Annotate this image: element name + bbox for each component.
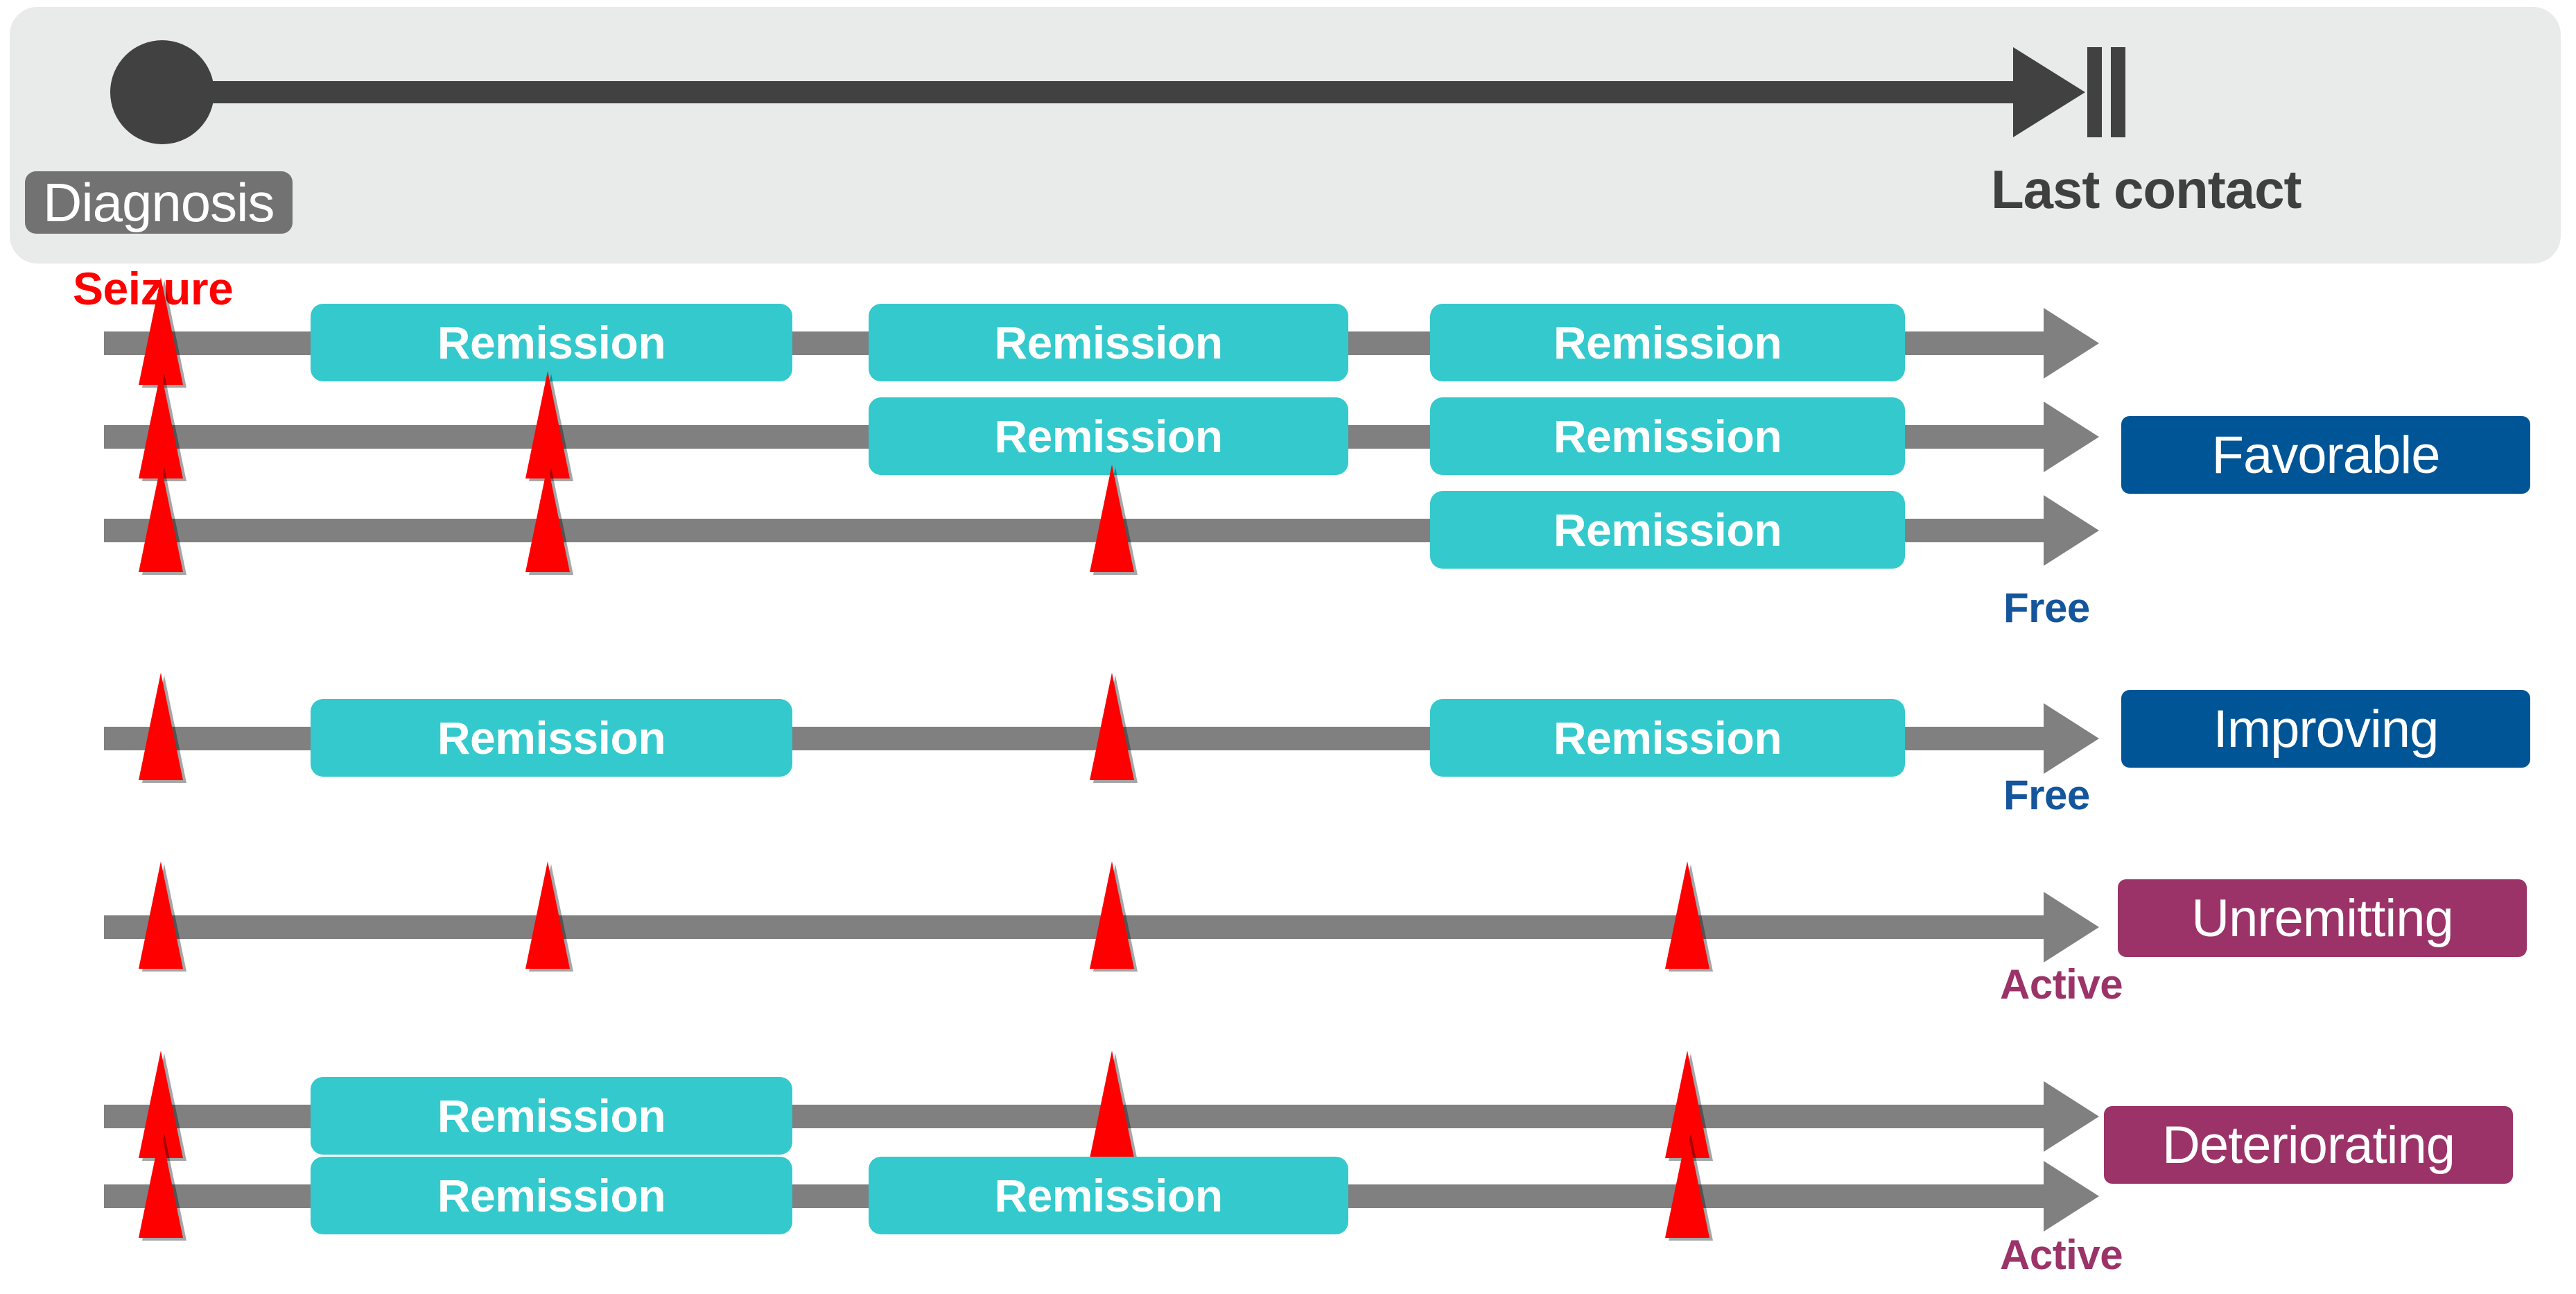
timeline-track: [104, 425, 869, 449]
remission-block: Remission: [311, 699, 792, 777]
diagnosis-dot-icon: [110, 40, 214, 144]
seizure-marker-icon: [139, 371, 183, 478]
patient-row-favorable-row-2: Remission Remission: [0, 371, 2576, 482]
row-arrow-head-icon: [2044, 402, 2099, 472]
seizure-marker-icon: [139, 1130, 183, 1238]
chip-improving: Improving: [2121, 690, 2530, 768]
seizure-marker-icon: [139, 861, 183, 969]
remission-block: Remission: [1430, 304, 1905, 381]
remission-block: Remission: [1430, 397, 1905, 475]
timeline-header-band: [10, 7, 2561, 264]
timeline-segment-2: [1905, 331, 2044, 355]
timeline-track: [104, 915, 2044, 939]
timeline-track: [104, 331, 312, 355]
remission-block-label: Remission: [437, 317, 666, 368]
timeline-track: [104, 1105, 312, 1128]
timeline-segment-0: [792, 1105, 2044, 1128]
remission-block-label: Remission: [1553, 712, 1782, 764]
row-arrow-head-icon: [2044, 892, 2099, 963]
status-unremitting: Active: [2000, 961, 2123, 1008]
seizure-marker-icon: [1090, 1051, 1134, 1158]
remission-block-label: Remission: [994, 411, 1223, 462]
remission-block-label: Remission: [437, 1170, 666, 1221]
timeline-segment-1: [1905, 727, 2044, 750]
timeline-segment-0: [792, 1184, 869, 1208]
timeline-track: [104, 1184, 312, 1208]
chip-deteriorating: Deteriorating: [2104, 1106, 2513, 1184]
timeline-segment-0: [1905, 519, 2044, 542]
timeline-track: [104, 727, 312, 750]
status-improving: Free: [2003, 772, 2090, 818]
timeline-segment-0: [792, 331, 869, 355]
remission-block: Remission: [869, 397, 1348, 475]
remission-block: Remission: [1430, 491, 1905, 569]
chip-favorable-label: Favorable: [2211, 425, 2441, 485]
seizure-marker-icon: [525, 861, 570, 969]
chip-favorable: Favorable: [2121, 416, 2530, 494]
patient-row-deteriorating-row-2: Remission Remission: [0, 1130, 2576, 1241]
patient-row-improving-row-1: Remission Remission: [0, 673, 2576, 784]
seizure-marker-icon: [1090, 673, 1134, 780]
row-arrow-head-icon: [2044, 703, 2099, 774]
seizure-marker-icon: [139, 673, 183, 780]
patient-row-favorable-row-3: Remission: [0, 465, 2576, 576]
remission-block-label: Remission: [1553, 411, 1782, 462]
remission-block: Remission: [311, 1077, 792, 1155]
status-deteriorating: Active: [2000, 1232, 2123, 1278]
row-arrow-head-icon: [2044, 1081, 2099, 1152]
seizure-marker-icon: [139, 277, 183, 385]
remission-block-label: Remission: [994, 1170, 1223, 1221]
remission-block: Remission: [869, 304, 1348, 381]
timeline-end-bar-icon: [2087, 47, 2102, 137]
remission-block: Remission: [311, 1157, 792, 1234]
timeline-track: [104, 519, 1430, 542]
diagnosis-badge-label: Diagnosis: [43, 172, 275, 233]
diagnosis-badge: Diagnosis: [25, 171, 293, 234]
seizure-marker-icon: [1665, 861, 1709, 969]
patient-row-favorable-row-1: Remission Remission Remission: [0, 277, 2576, 388]
timeline-segment-1: [1348, 331, 1430, 355]
row-arrow-head-icon: [2044, 308, 2099, 379]
status-favorable: Free: [2003, 585, 2090, 631]
timeline-segment-1: [1905, 425, 2044, 449]
timeline-arrow-head-icon: [2013, 47, 2085, 137]
seizure-marker-icon: [1090, 861, 1134, 969]
remission-block-label: Remission: [1553, 504, 1782, 555]
remission-block: Remission: [311, 304, 792, 381]
seizure-marker-icon: [1090, 465, 1134, 572]
timeline-axis-line: [204, 81, 2051, 103]
row-arrow-head-icon: [2044, 1161, 2099, 1232]
remission-block: Remission: [1430, 699, 1905, 777]
row-arrow-head-icon: [2044, 495, 2099, 566]
timeline-segment-0: [1348, 425, 1430, 449]
remission-block-label: Remission: [437, 712, 666, 764]
chip-unremitting: Unremitting: [2118, 879, 2527, 957]
seizure-marker-icon: [139, 465, 183, 572]
timeline-end-bar-icon-2: [2111, 47, 2125, 137]
remission-block-label: Remission: [1553, 317, 1782, 368]
seizure-marker-icon: [525, 371, 570, 478]
remission-block-label: Remission: [994, 317, 1223, 368]
chip-unremitting-label: Unremitting: [2191, 888, 2454, 948]
chip-deteriorating-label: Deteriorating: [2161, 1115, 2455, 1175]
patient-row-deteriorating-row-1: Remission: [0, 1051, 2576, 1162]
seizure-marker-icon: [1665, 1130, 1709, 1238]
patient-row-unremitting-row-1: [0, 861, 2576, 972]
remission-block: Remission: [869, 1157, 1348, 1234]
chip-improving-label: Improving: [2213, 699, 2439, 759]
last-contact-label: Last contact: [1991, 159, 2301, 220]
remission-block-label: Remission: [437, 1090, 666, 1141]
seizure-marker-icon: [525, 465, 570, 572]
